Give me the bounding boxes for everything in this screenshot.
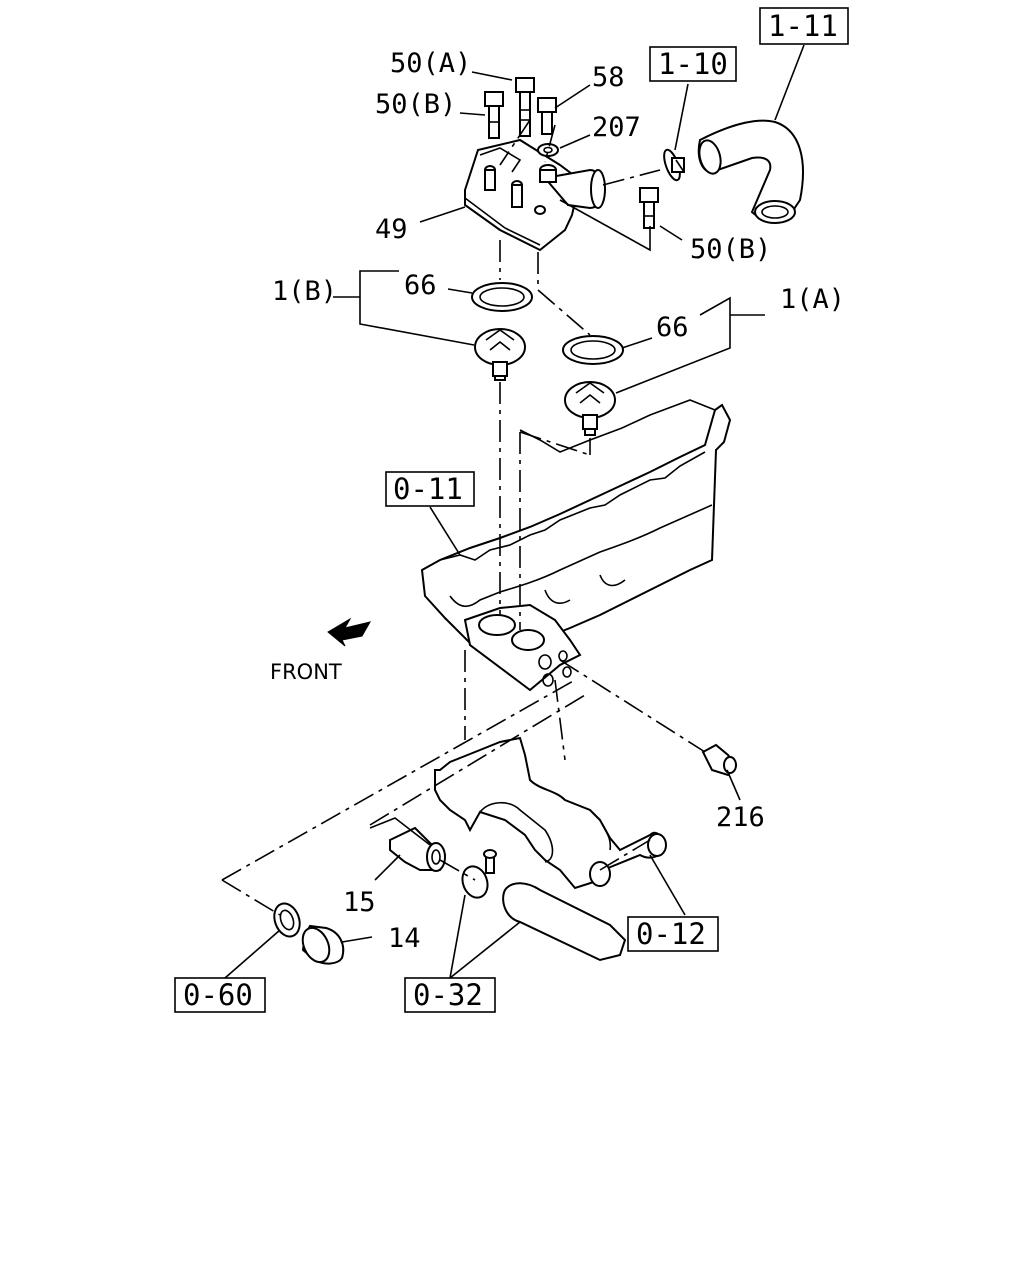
callout-1a: 1(A) xyxy=(780,284,845,315)
callout-66-left: 66 xyxy=(404,270,437,301)
callout-1b: 1(B) xyxy=(272,276,337,307)
ref-box-0-60[interactable]: 0-60 xyxy=(174,977,266,1013)
engine-block-part xyxy=(434,736,667,890)
thermostat-housing-part xyxy=(464,138,606,252)
callout-15: 15 xyxy=(343,887,376,918)
thermostat-1b-part xyxy=(474,328,526,381)
cylinder-head-block-part xyxy=(463,603,582,692)
clamp-0-32-part xyxy=(461,849,497,899)
gasket-66-left-part xyxy=(471,282,533,312)
cylinder-head-part xyxy=(420,399,732,652)
ref-box-0-12[interactable]: 0-12 xyxy=(627,916,719,952)
ref-label-1-11: 1-11 xyxy=(768,9,838,43)
washer-0-60-part xyxy=(273,902,301,938)
thermostat-1a-part xyxy=(564,381,616,436)
callout-49: 49 xyxy=(375,214,408,245)
bolt-58-part xyxy=(537,97,557,135)
callout-50b-top: 50(B) xyxy=(375,89,456,120)
coolant-pipe-part xyxy=(502,882,627,962)
plug-216-part xyxy=(701,743,738,777)
ref-box-0-32[interactable]: 0-32 xyxy=(404,977,496,1013)
sensor-15-part xyxy=(389,826,447,872)
ref-label-0-11: 0-11 xyxy=(393,472,463,506)
front-label: FRONT xyxy=(270,660,342,684)
ref-box-1-11[interactable]: 1-11 xyxy=(759,7,849,45)
callout-50b-right: 50(B) xyxy=(690,234,771,265)
hose-clamp-part xyxy=(663,148,685,182)
assembly-dash-lines xyxy=(221,119,706,916)
ref-label-0-60: 0-60 xyxy=(183,978,253,1012)
bolt-50a-part xyxy=(515,77,535,137)
ref-box-0-11[interactable]: 0-11 xyxy=(385,471,475,507)
ref-label-0-32: 0-32 xyxy=(413,978,483,1012)
ref-box-1-10[interactable]: 1-10 xyxy=(649,46,737,82)
ref-label-1-10: 1-10 xyxy=(658,47,728,81)
leader-lines xyxy=(224,44,805,979)
gasket-66-right-part xyxy=(562,335,624,365)
callout-50a: 50(A) xyxy=(390,48,471,79)
callout-58: 58 xyxy=(592,62,625,93)
bolt-50b-right-part xyxy=(639,187,659,229)
front-arrow-icon xyxy=(327,617,372,647)
callout-14: 14 xyxy=(388,923,421,954)
hose-part xyxy=(697,119,804,224)
callout-207: 207 xyxy=(592,112,641,143)
callout-216: 216 xyxy=(716,802,765,833)
callout-66-right: 66 xyxy=(656,312,689,343)
ref-label-0-12: 0-12 xyxy=(636,917,706,951)
plug-14-part xyxy=(301,924,345,965)
washer-207-part xyxy=(537,143,559,157)
bolt-50b-top-part xyxy=(484,91,504,139)
